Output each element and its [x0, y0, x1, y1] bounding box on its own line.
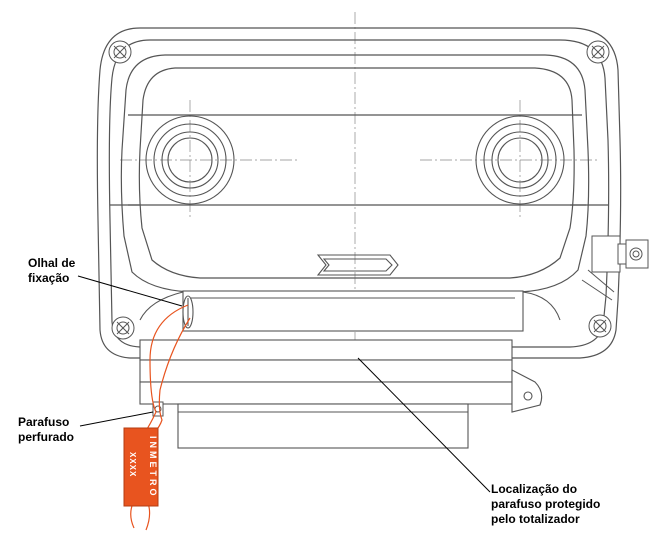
gas-ports [145, 115, 565, 205]
totalizer-base [139, 290, 561, 332]
callout-screw-line1: Parafuso [18, 415, 70, 429]
fixing-eyelet [182, 295, 194, 329]
screw-top-right [586, 40, 610, 64]
screw-bottom-left [111, 316, 135, 340]
leader-eyelet [77, 275, 183, 307]
leader-lines [77, 275, 491, 493]
callout-perforated-screw: Parafuso perfurado [18, 415, 74, 445]
seal-text-code: XXXX [128, 452, 137, 477]
callout-eyelet-line1: Olhal de [28, 256, 76, 270]
right-fitting [581, 235, 649, 301]
port-right [475, 115, 565, 205]
screw-bottom-right [588, 314, 612, 338]
callout-fixing-eyelet: Olhal de fixação [28, 256, 75, 286]
screw-top-left [108, 40, 132, 64]
callout-screw-line2: perfurado [18, 430, 75, 444]
callout-location-line2: parafuso protegido [491, 497, 601, 511]
meter-housing [96, 27, 622, 359]
seal-wire [130, 304, 191, 531]
callout-location-line3: pelo totalizador [491, 512, 580, 526]
port-left [145, 115, 235, 205]
seal-text-main: INMETRO [148, 436, 158, 499]
inmetro-seal: INMETRO XXXX [123, 427, 159, 507]
leader-screw [79, 411, 154, 427]
meter-lower-body [139, 339, 543, 449]
callout-location-line1: Localização do [491, 482, 578, 496]
flow-arrow [316, 254, 399, 276]
corner-screws [108, 40, 612, 340]
callout-eyelet-line2: fixação [28, 271, 70, 285]
leader-location [357, 357, 491, 493]
callout-protected-screw-location: Localização do parafuso protegido pelo t… [491, 482, 600, 527]
